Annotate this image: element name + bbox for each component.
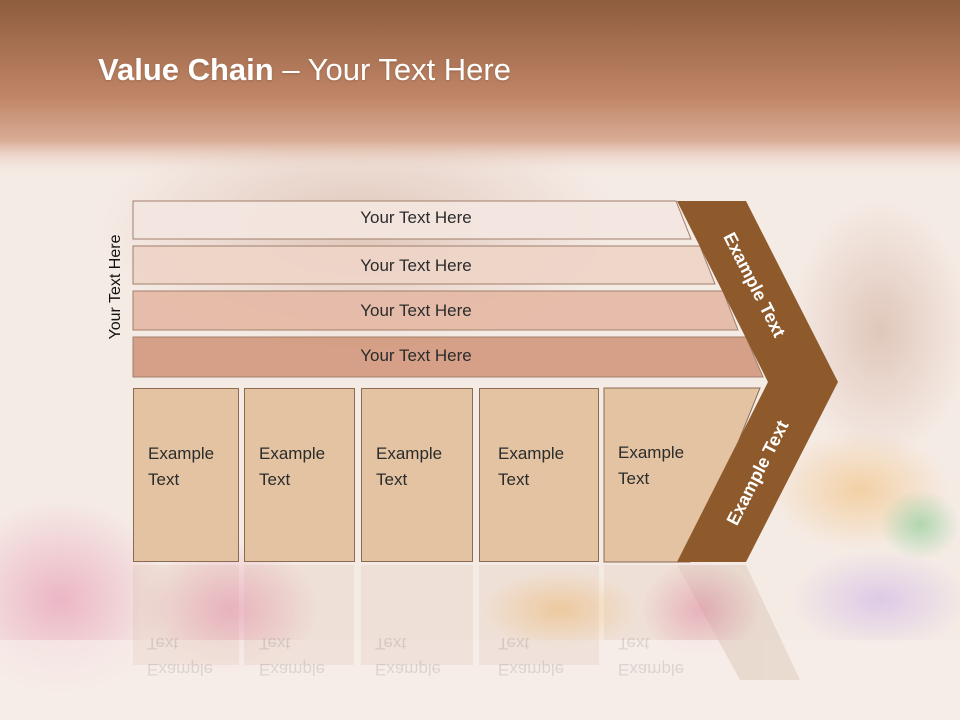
box-5: Example Text — [604, 388, 704, 562]
reflection-text-1-line1: Example — [147, 660, 214, 679]
box-2-line1: Example — [259, 444, 326, 463]
reflection-text-5: Example Text — [618, 630, 684, 682]
box-3: Example Text — [361, 388, 473, 562]
row-3-bar — [132, 290, 739, 331]
box-2-line2: Text — [259, 470, 291, 489]
reflection-text-1-line2: Text — [147, 634, 179, 653]
box-5-line1: Example — [618, 443, 685, 462]
box-3-line1: Example — [376, 444, 443, 463]
box-3-line2: Text — [376, 470, 408, 489]
row-4-label: Your Text Here — [360, 346, 472, 365]
box-1: Example Text — [133, 388, 239, 562]
box-4: Example Text — [479, 388, 599, 562]
reflection-text-2-line2: Text — [259, 634, 291, 653]
reflection-text-2: Example Text — [259, 630, 325, 682]
box-2: Example Text — [244, 388, 355, 562]
slide-title: Value Chain – Your Text Here — [98, 52, 511, 88]
reflection-text-5-line2: Text — [618, 634, 650, 653]
reflection-text-3-line2: Text — [375, 634, 407, 653]
box-4-line2: Text — [498, 470, 530, 489]
box-1-line2: Text — [148, 470, 180, 489]
row-4-bar — [132, 336, 764, 378]
reflection-text-5-line1: Example — [618, 660, 685, 679]
chevron-arrow — [677, 201, 838, 562]
title-rest: – Your Text Here — [273, 52, 511, 87]
reflection — [133, 565, 800, 680]
box-4-line1: Example — [498, 444, 565, 463]
row-3-label: Your Text Here — [360, 301, 472, 320]
reflection-text-4: Example Text — [498, 630, 564, 682]
row-2-bar — [132, 245, 716, 285]
reflection-text-2-line1: Example — [259, 660, 326, 679]
reflection-text-4-line2: Text — [498, 634, 530, 653]
row-1-bar — [132, 200, 692, 240]
reflection-text-3-line1: Example — [375, 660, 442, 679]
title-bold: Value Chain — [98, 52, 274, 87]
row-2-label: Your Text Here — [360, 256, 472, 275]
row-1-label: Your Text Here — [360, 208, 472, 227]
box-5-line2: Text — [618, 469, 650, 488]
reflection-text-3: Example Text — [375, 630, 441, 682]
reflection-text-1: Example Text — [147, 630, 213, 682]
box-1-line1: Example — [148, 444, 215, 463]
reflection-text-4-line1: Example — [498, 660, 565, 679]
